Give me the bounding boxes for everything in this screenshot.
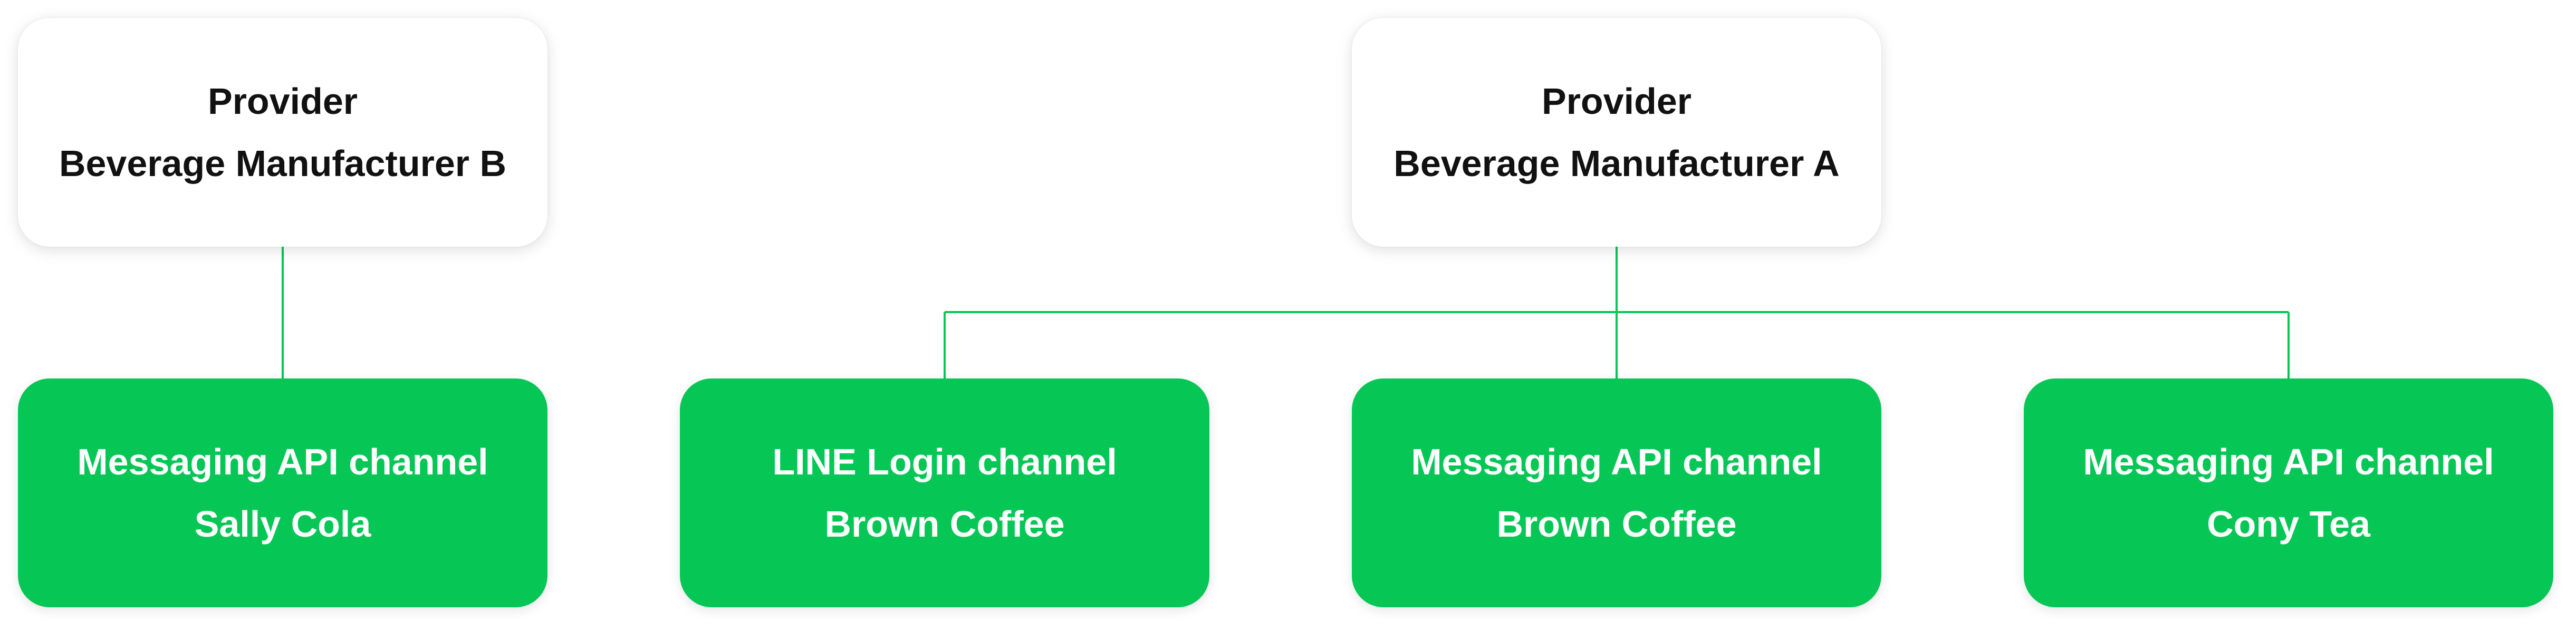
provider-card-beverage-manufacturer-b: Provider Beverage Manufacturer B bbox=[18, 18, 547, 247]
channel-card-line-login-brown-coffee: LINE Login channel Brown Coffee bbox=[680, 378, 1209, 607]
provider-card-beverage-manufacturer-a: Provider Beverage Manufacturer A bbox=[1352, 18, 1881, 247]
channel-card-cony-tea: Messaging API channel Cony Tea bbox=[2024, 378, 2553, 607]
channel-card-messaging-api-brown-coffee: Messaging API channel Brown Coffee bbox=[1352, 378, 1881, 607]
channel-name: Sally Cola bbox=[194, 503, 371, 545]
channel-name: Brown Coffee bbox=[1496, 503, 1737, 545]
channel-type: Messaging API channel bbox=[1411, 441, 1822, 482]
channel-name: Brown Coffee bbox=[824, 503, 1065, 545]
provider-label: Provider bbox=[1542, 81, 1691, 122]
provider-name: Beverage Manufacturer A bbox=[1393, 143, 1840, 184]
channel-type: LINE Login channel bbox=[772, 441, 1117, 482]
channel-type: Messaging API channel bbox=[2083, 441, 2494, 482]
channel-type: Messaging API channel bbox=[77, 441, 488, 482]
provider-label: Provider bbox=[208, 81, 358, 122]
provider-name: Beverage Manufacturer B bbox=[59, 143, 507, 184]
channel-card-sally-cola: Messaging API channel Sally Cola bbox=[18, 378, 547, 607]
channel-name: Cony Tea bbox=[2207, 503, 2370, 545]
